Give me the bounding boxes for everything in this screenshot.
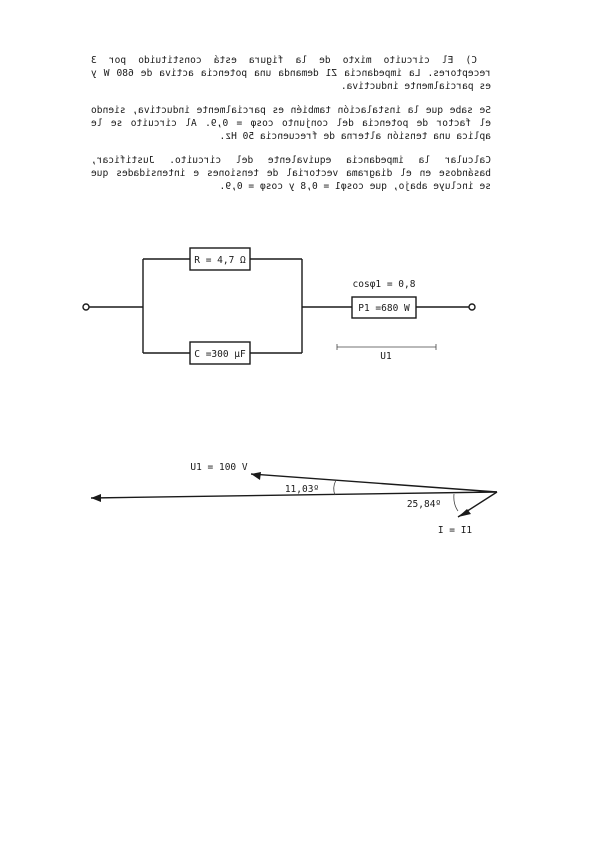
cos-phi1-label: cosφ1 = 0,8 bbox=[353, 279, 416, 290]
angle-arc-u1 bbox=[333, 479, 337, 496]
left-terminal bbox=[468, 303, 476, 311]
u1-label: U1 bbox=[380, 351, 392, 362]
right-terminal bbox=[82, 303, 90, 311]
angle-arc-current bbox=[453, 493, 459, 512]
voltage-vector-u bbox=[90, 491, 498, 499]
phasor-diagram: U1 = 100 V I = I1 11,03º 25,84º bbox=[90, 462, 498, 536]
z1-label: P1 =680 W bbox=[358, 303, 410, 314]
angle-current-label: 25,84º bbox=[407, 499, 441, 510]
resistor-label: R = 4,7 Ω bbox=[194, 255, 246, 266]
current-vector-label: I = I1 bbox=[438, 525, 473, 536]
angle-u1-label: 11,03º bbox=[285, 484, 319, 495]
current-vector-arrowhead bbox=[458, 509, 471, 517]
capacitor-label: C =300 μF bbox=[194, 349, 246, 360]
voltage-vector-arrowhead bbox=[91, 494, 101, 502]
u1-vector-arrowhead bbox=[251, 472, 261, 480]
voltage-vector-u1 bbox=[250, 473, 498, 493]
u1-vector-label: U1 = 100 V bbox=[190, 462, 247, 473]
